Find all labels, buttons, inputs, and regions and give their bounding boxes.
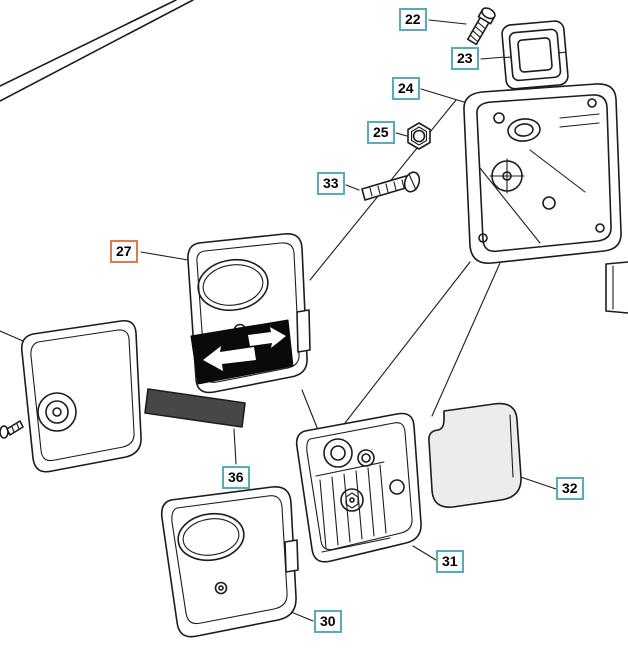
cutoff-part-right <box>605 261 628 314</box>
part-31-filter-base-drawing <box>295 412 422 563</box>
part-23-block-drawing <box>501 20 569 90</box>
part-32-foam-filter-drawing <box>428 402 522 508</box>
callout-22[interactable]: 22 <box>399 8 427 31</box>
callout-27[interactable]: 27 <box>110 240 138 263</box>
callout-25[interactable]: 25 <box>367 121 395 144</box>
callout-24[interactable]: 24 <box>392 77 420 100</box>
part-24-housing-drawing <box>463 83 622 264</box>
part-33-screw-drawing <box>361 171 421 201</box>
part-30-bottom-cover-drawing <box>160 486 299 638</box>
cutoff-panel-edge <box>0 0 194 102</box>
part-22-bolt-drawing <box>466 7 496 46</box>
callout-31[interactable]: 31 <box>436 550 464 573</box>
callout-36[interactable]: 36 <box>222 466 250 489</box>
callout-32[interactable]: 32 <box>556 477 584 500</box>
part-36-strip-drawing <box>144 388 246 428</box>
callout-23[interactable]: 23 <box>451 47 479 70</box>
callout-33[interactable]: 33 <box>317 172 345 195</box>
part-25-nut-drawing <box>407 122 431 150</box>
part-left-screw-drawing <box>0 420 24 439</box>
part-27-filter-cover-drawing <box>187 232 311 394</box>
part-left-cover-drawing <box>20 319 142 473</box>
callout-30[interactable]: 30 <box>314 610 342 633</box>
